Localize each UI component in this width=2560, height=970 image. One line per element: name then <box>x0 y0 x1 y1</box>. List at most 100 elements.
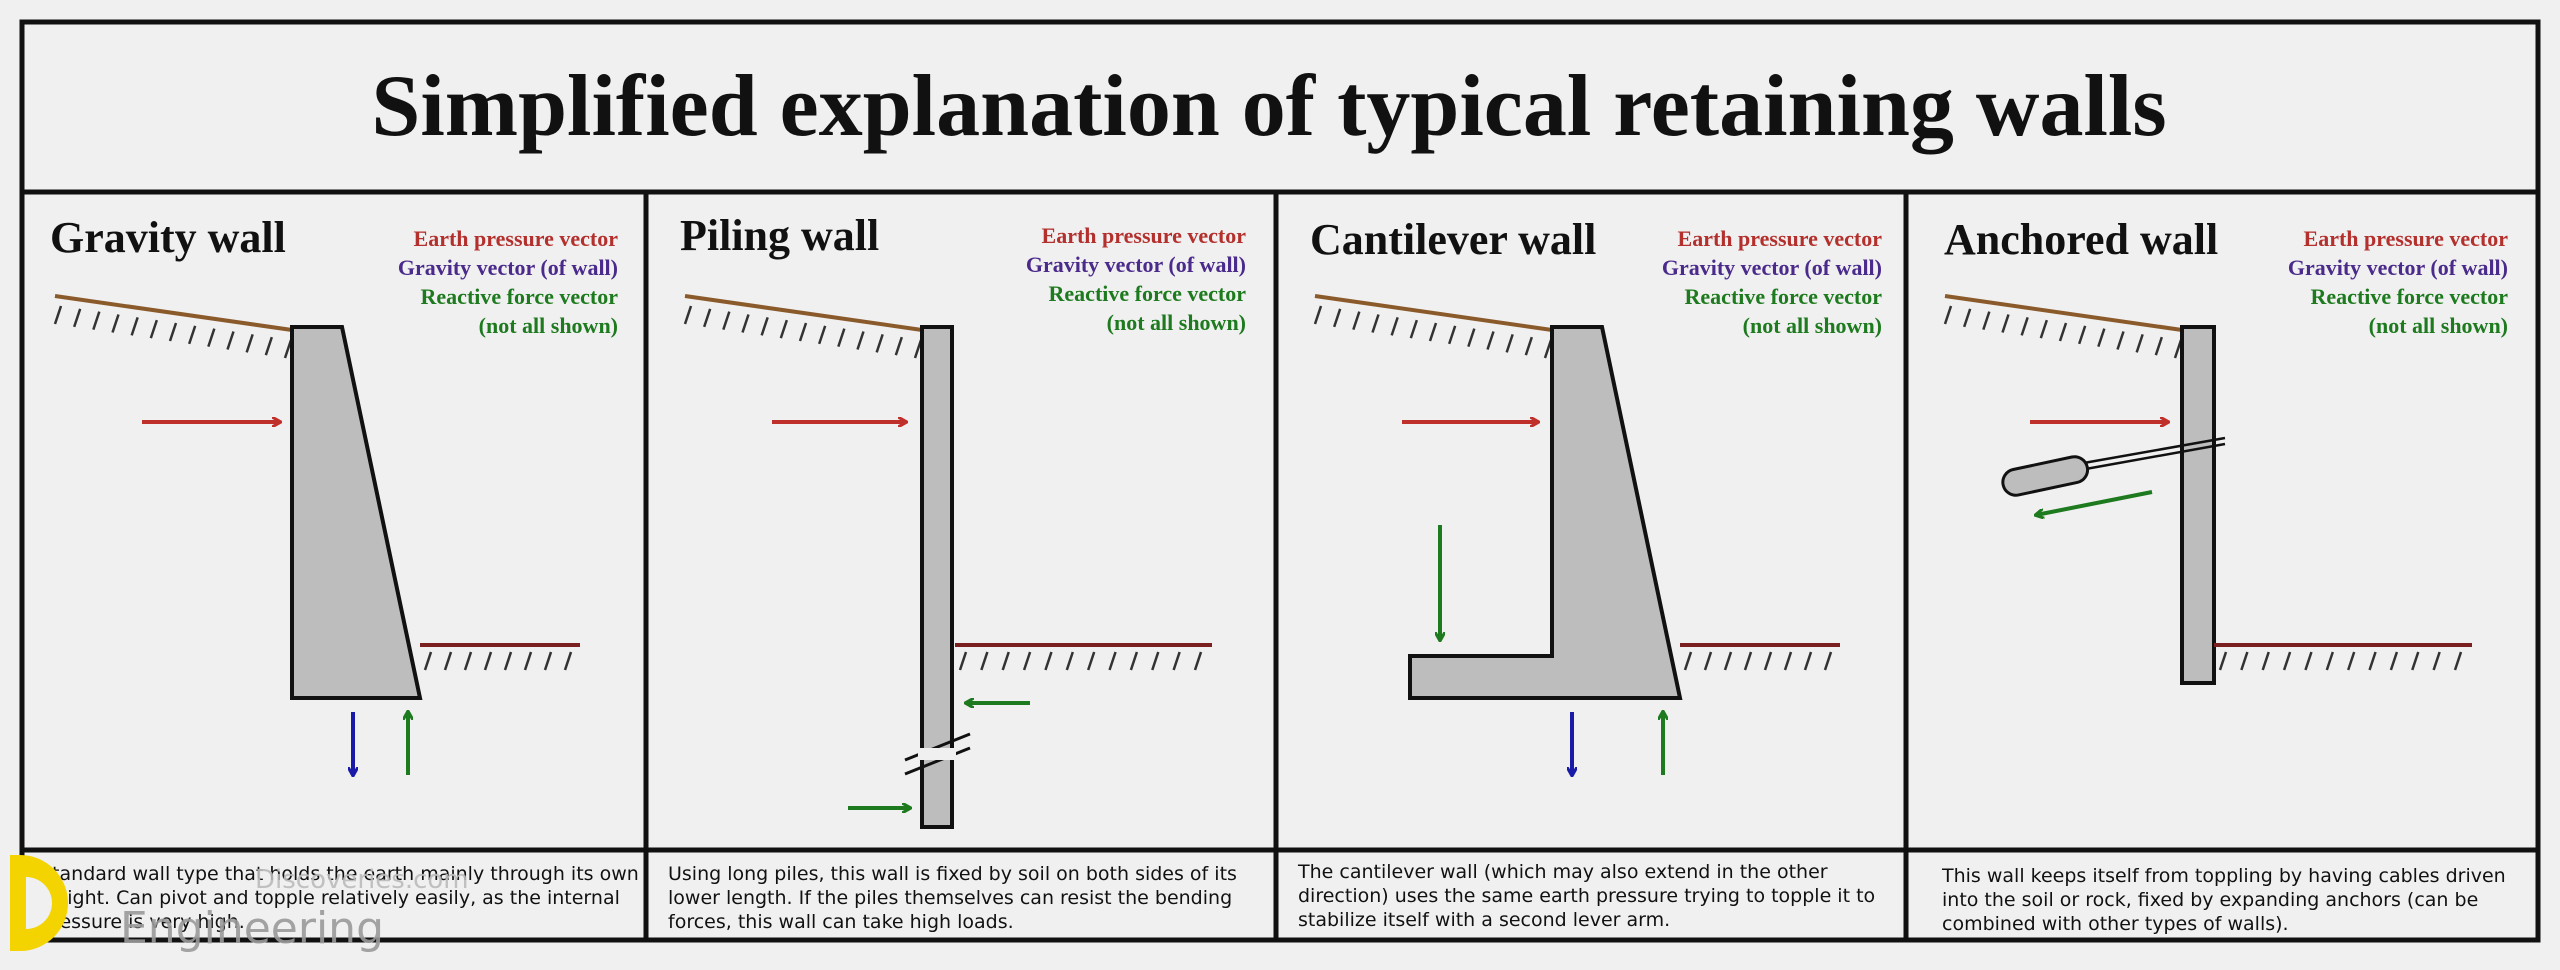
hatch-mark <box>683 305 693 325</box>
legend-gravity: Earth pressure vector Gravity vector (of… <box>358 224 618 340</box>
hatch-mark <box>2218 651 2228 671</box>
hatch-mark <box>226 331 235 350</box>
legend-piling: Earth pressure vector Gravity vector (of… <box>986 221 1246 337</box>
anchored-wall-body <box>2180 325 2216 685</box>
hatch-mark <box>503 651 513 671</box>
legend-note: (not all shown) <box>1106 310 1246 335</box>
piling-wall-drawing <box>683 294 1212 829</box>
watermark-line2: Engineering <box>120 903 384 954</box>
hatch-mark <box>1108 651 1117 671</box>
legend-gravity-vector: Gravity vector (of wall) <box>1661 255 1882 280</box>
hatch-mark <box>2432 651 2441 671</box>
hatch-mark <box>1962 308 1972 328</box>
hatch-mark <box>1409 319 1419 339</box>
legend-note: (not all shown) <box>1742 313 1882 338</box>
hatch-mark <box>245 333 254 353</box>
outer-frame <box>19 19 2541 943</box>
retained-soil-surface <box>1314 294 1553 332</box>
legend-gravity-vector: Gravity vector (of wall) <box>397 255 618 280</box>
hatch-mark <box>1086 651 1096 671</box>
legend-reactive: Reactive force vector <box>1684 284 1882 309</box>
legend-earth: Earth pressure vector <box>413 226 618 251</box>
hatch-mark <box>2097 328 2106 348</box>
hatch-mark <box>443 651 453 671</box>
break-gap <box>918 748 956 760</box>
hatch-mark <box>2116 331 2125 350</box>
hatch-mark <box>722 311 731 331</box>
anchor-cable-2 <box>2079 442 2226 472</box>
base-hatching <box>1683 651 1833 671</box>
hatch-mark <box>463 651 473 671</box>
hatch-mark <box>2304 651 2313 671</box>
hatch-mark <box>837 328 846 348</box>
legend-reactive: Reactive force vector <box>2310 284 2508 309</box>
hatch-mark <box>1683 651 1693 671</box>
hatch-mark <box>1151 651 1160 671</box>
hatch-mark <box>2001 314 2010 333</box>
panel-title-gravity: Gravity wall <box>50 213 286 262</box>
hatch-mark <box>1743 651 1753 671</box>
hatch-mark <box>1982 311 1991 331</box>
hatch-mark <box>543 651 553 671</box>
reactive-arrow <box>2036 490 2153 515</box>
hatch-mark <box>187 325 197 345</box>
hatch-mark <box>2039 319 2049 339</box>
base-hatching <box>423 651 573 671</box>
watermark-line1: Discoveries.com <box>255 865 469 895</box>
panel-title-piling: Piling wall <box>680 211 880 260</box>
gravity-wall-body <box>290 325 423 700</box>
hatch-mark <box>2240 651 2249 671</box>
soil-hatching <box>53 305 293 359</box>
hatch-mark <box>1943 305 1953 325</box>
hatch-mark <box>2346 651 2356 671</box>
hatch-mark <box>1129 651 1139 671</box>
hatch-mark <box>1065 651 1075 671</box>
base-hatching <box>2218 651 2463 671</box>
base-hatching <box>958 651 1203 671</box>
legend-earth: Earth pressure vector <box>1677 226 1882 251</box>
hatch-mark <box>2453 651 2463 671</box>
hatch-mark <box>1447 325 1457 345</box>
hatch-mark <box>1044 651 1053 671</box>
hatch-mark <box>1313 305 1323 325</box>
logo-d-icon <box>10 855 68 951</box>
hatch-mark <box>779 319 789 339</box>
hatch-mark <box>130 316 139 336</box>
legend-gravity-vector: Gravity vector (of wall) <box>2287 255 2508 280</box>
hatch-mark <box>168 322 178 342</box>
page-title: Simplified explanation of typical retain… <box>371 57 2167 155</box>
hatch-mark <box>483 651 493 671</box>
hatch-mark <box>1193 651 1203 671</box>
hatch-mark <box>92 311 101 331</box>
soil-hatching <box>683 305 923 359</box>
anchor-cable-1 <box>2077 436 2226 466</box>
gravity-wall-drawing <box>53 294 580 775</box>
hatch-mark <box>53 305 63 325</box>
hatch-mark <box>875 333 884 353</box>
hatch-mark <box>1022 651 1032 671</box>
hatch-mark <box>2077 325 2087 345</box>
hatch-mark <box>1390 316 1399 336</box>
hatch-mark <box>1001 651 1010 671</box>
legend-earth: Earth pressure vector <box>2303 226 2508 251</box>
hatch-mark <box>1172 651 1181 671</box>
panel-title-anchored: Anchored wall <box>1944 215 2219 264</box>
hatch-mark <box>702 308 712 328</box>
description-cantilever: The cantilever wall (which may also exte… <box>1298 861 1876 931</box>
cantilever-wall-body <box>1408 325 1683 700</box>
hatch-mark <box>2135 333 2144 353</box>
hatch-mark <box>1352 311 1361 331</box>
hatch-mark <box>72 308 82 328</box>
hatch-mark <box>1703 651 1713 671</box>
hatch-mark <box>894 336 904 356</box>
panel-title-cantilever: Cantilever wall <box>1310 215 1597 264</box>
hatch-mark <box>111 314 120 333</box>
hatch-mark <box>2020 316 2029 336</box>
legend-note: (not all shown) <box>478 313 618 338</box>
soil-hatching <box>1313 305 1553 359</box>
hatch-mark <box>980 651 989 671</box>
hatch-mark <box>1467 328 1476 348</box>
hatch-mark <box>958 651 968 671</box>
cantilever-wall-drawing <box>1313 294 1840 775</box>
description-piling: Using long piles, this wall is fixed by … <box>668 863 1237 933</box>
